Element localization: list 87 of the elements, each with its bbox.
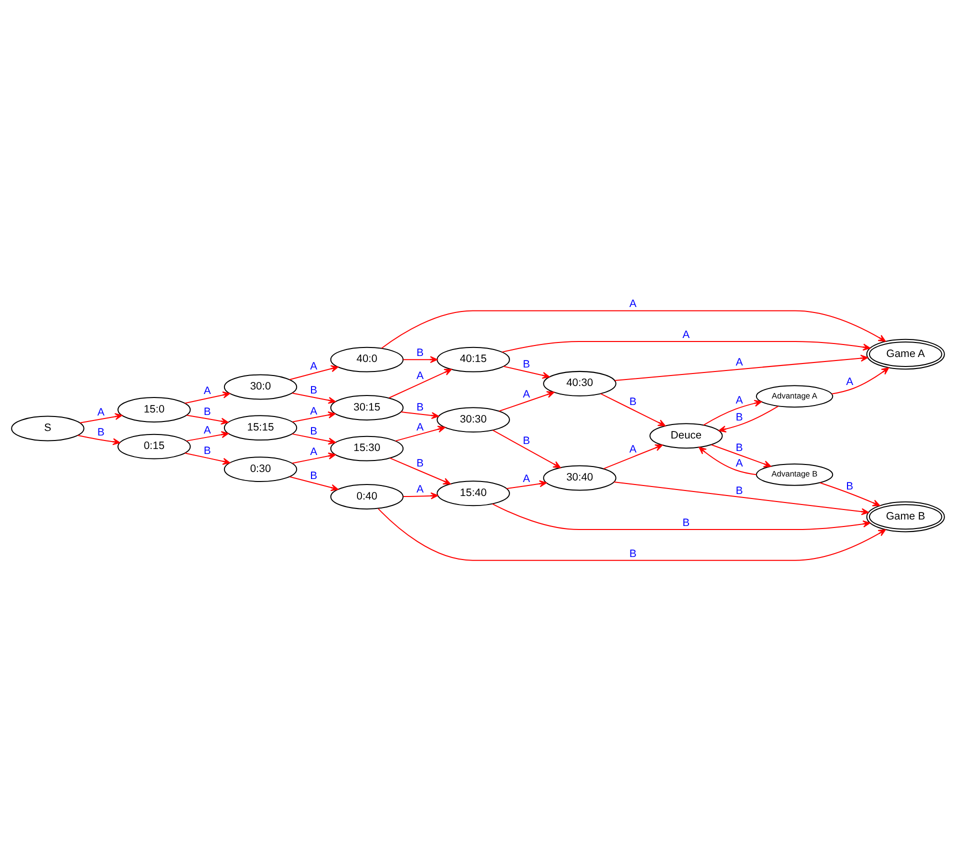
edge-label: B: [846, 480, 854, 492]
arrow: [604, 444, 663, 470]
edge-label: B: [736, 411, 743, 424]
arrow: [292, 452, 336, 464]
edge-label: B: [629, 396, 636, 408]
arrow: [78, 434, 120, 446]
arrow: [832, 367, 890, 394]
edge-label: A: [416, 370, 424, 382]
edge-label: A: [736, 394, 743, 407]
node-ellipse: S: [11, 416, 84, 442]
arrow: [390, 458, 451, 484]
edge-label: A: [629, 298, 636, 310]
edge-label: A: [310, 405, 318, 418]
node-ellipse: Game A: [866, 338, 945, 370]
arrow: [718, 406, 779, 432]
node-ellipse: 30:0: [224, 374, 298, 400]
edge-label: A: [204, 424, 211, 437]
node-ellipse: Deuce: [649, 423, 723, 449]
edge-label: B: [522, 358, 530, 370]
edge-label: B: [97, 426, 104, 439]
edge-label: A: [682, 329, 690, 342]
arrow: [186, 431, 229, 442]
edge-label: B: [310, 425, 318, 438]
edge-label: B: [629, 548, 636, 560]
arrow: [395, 426, 446, 442]
node-ellipse: 15:30: [330, 436, 404, 462]
edge-label: B: [416, 347, 424, 360]
edge-label: A: [522, 388, 530, 401]
edge-label: B: [522, 434, 530, 447]
edge-label: B: [416, 401, 424, 414]
edge-label: A: [736, 356, 743, 368]
arrow: [820, 482, 880, 506]
edge-label: A: [522, 472, 530, 485]
arrow: [292, 392, 336, 404]
edge-label: A: [204, 385, 211, 398]
node-ellipse: Game B: [866, 501, 945, 532]
arrow: [614, 482, 869, 516]
arrow: [290, 365, 338, 380]
node-ellipse: 40:15: [436, 346, 510, 372]
arrow: [492, 504, 870, 530]
arrow: [698, 446, 756, 476]
node-ellipse: 40:30: [543, 370, 616, 396]
arrow: [499, 391, 554, 412]
edge-label: B: [204, 444, 211, 457]
arrow: [503, 366, 550, 379]
arrow: [378, 508, 886, 561]
edge-label: A: [416, 484, 424, 496]
arrow: [292, 433, 336, 445]
arrow: [80, 413, 122, 424]
arrow: [703, 400, 762, 426]
node-ellipse: 30:40: [543, 465, 616, 491]
arrow: [381, 310, 886, 349]
arrow: [184, 452, 230, 465]
node-ellipse: 15:40: [436, 480, 510, 506]
edge-label: B: [736, 442, 743, 454]
arrow: [292, 412, 336, 422]
edge-label: A: [97, 406, 104, 419]
node-ellipse: 30:15: [330, 395, 404, 420]
edge-label: B: [204, 406, 211, 418]
arrow: [600, 393, 666, 426]
node-ellipse: 0:15: [117, 434, 191, 460]
arrow: [492, 430, 561, 468]
node-ellipse: 15:0: [117, 397, 191, 422]
edge-label: A: [310, 446, 318, 458]
edge-label: A: [736, 458, 743, 470]
edge-label: B: [310, 384, 318, 397]
arrow: [184, 392, 230, 404]
arrow: [400, 411, 439, 419]
edge-label: B: [736, 484, 743, 497]
edge-label: A: [846, 376, 854, 388]
arrow: [290, 476, 338, 492]
arrow: [186, 414, 228, 425]
edge-label: A: [629, 443, 636, 456]
edge-label: B: [310, 470, 318, 482]
arrow: [614, 354, 868, 382]
edge-label: A: [310, 360, 318, 372]
node-ellipse: 0:30: [224, 456, 298, 482]
arrow: [388, 368, 452, 398]
arrow: [711, 444, 772, 468]
arrow: [502, 341, 870, 353]
arrow: [403, 356, 438, 364]
edge-label: B: [682, 517, 690, 530]
edge-label: B: [416, 458, 424, 470]
arrow: [403, 492, 438, 500]
edge-label: A: [416, 421, 424, 434]
arrow: [506, 480, 547, 490]
node-ellipse: 15:15: [224, 415, 298, 441]
